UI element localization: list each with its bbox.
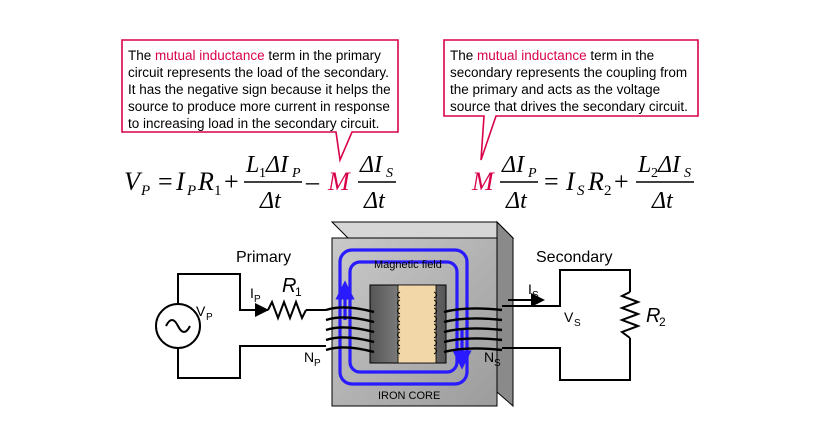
sine-icon [165, 319, 191, 333]
ip-label: I P [250, 285, 261, 305]
svg-text:V: V [124, 167, 143, 196]
secondary-winding [443, 307, 503, 354]
svg-text:ΔI: ΔI [657, 152, 681, 178]
svg-text:P: P [527, 166, 537, 181]
vs-label: V S [564, 309, 581, 329]
svg-text:+: + [224, 167, 239, 196]
is-label: I S [528, 281, 539, 301]
svg-text:P: P [291, 166, 301, 181]
callout-right-prefix: The [450, 48, 478, 63]
callout-right: The mutual inductance term in the second… [444, 44, 698, 118]
callout-left: The mutual inductance term in the primar… [122, 44, 398, 135]
svg-text:I: I [565, 167, 576, 196]
svg-text:M: M [471, 167, 495, 196]
svg-text:2: 2 [659, 315, 666, 329]
svg-text:R: R [282, 275, 296, 297]
svg-text:P: P [206, 312, 213, 323]
svg-text:I: I [250, 285, 254, 301]
svg-text:ΔI: ΔI [359, 152, 383, 178]
svg-text:ΔI: ΔI [501, 152, 525, 178]
svg-text:P: P [186, 183, 196, 199]
callout-right-box [443, 39, 699, 161]
svg-text:S: S [577, 183, 585, 199]
primary-equation: V P = I P R 1 + L 1 ΔI P Δt – M ΔI S Δt [124, 152, 396, 214]
svg-text:P: P [254, 294, 261, 305]
svg-text:R: R [197, 167, 214, 196]
callout-left-prefix: The [128, 48, 156, 63]
svg-text:V: V [564, 309, 574, 325]
secondary-label: Secondary [536, 249, 613, 266]
svg-text:M: M [327, 167, 351, 196]
svg-text:R: R [587, 167, 604, 196]
svg-text:1: 1 [259, 166, 266, 181]
svg-text:V: V [196, 303, 206, 319]
r2-label: R 2 [646, 305, 666, 329]
svg-text:+: + [614, 167, 629, 196]
svg-text:S: S [574, 318, 581, 329]
svg-text:L: L [637, 152, 651, 178]
svg-text:–: – [305, 167, 320, 196]
svg-text:N: N [484, 349, 494, 365]
svg-text:P: P [314, 358, 321, 369]
svg-text:S: S [532, 290, 539, 301]
callout-left-box [121, 39, 399, 163]
svg-text:S: S [386, 166, 393, 181]
svg-text:P: P [140, 183, 150, 199]
svg-text:2: 2 [651, 166, 658, 181]
secondary-circuit [502, 269, 641, 381]
callout-right-rest: term in the secondary represents the cou… [450, 48, 688, 114]
source-label: V P [196, 303, 213, 323]
primary-label: Primary [236, 249, 291, 266]
svg-text:Δt: Δt [363, 188, 386, 214]
svg-text:=: = [544, 167, 559, 196]
iron-core-label: IRON CORE [378, 390, 440, 402]
magnetic-field-label: Magnetic field [374, 259, 442, 271]
svg-text:R: R [646, 305, 660, 327]
svg-text:N: N [304, 349, 314, 365]
r1-label: R 1 [282, 275, 302, 299]
np-label: N P [304, 349, 321, 369]
svg-text:=: = [158, 167, 173, 196]
secondary-equation: M ΔI P Δt = I S R 2 + L 2 ΔI S Δt [471, 152, 694, 214]
svg-text:S: S [684, 166, 691, 181]
svg-text:ΔI: ΔI [265, 152, 289, 178]
svg-text:L: L [245, 152, 259, 178]
iron-core [330, 220, 515, 408]
svg-text:Δt: Δt [651, 188, 674, 214]
svg-text:1: 1 [214, 183, 222, 199]
svg-text:I: I [175, 167, 186, 196]
svg-text:2: 2 [604, 183, 612, 199]
callout-left-rest: term in the primary circuit represents t… [128, 48, 391, 131]
primary-winding [325, 306, 375, 354]
svg-text:S: S [494, 358, 501, 369]
callout-right-highlight: mutual inductance [477, 48, 587, 63]
primary-circuit [177, 273, 326, 379]
ns-label: N S [484, 349, 501, 369]
svg-text:I: I [528, 281, 532, 297]
svg-text:Δt: Δt [259, 188, 282, 214]
callout-left-highlight: mutual inductance [155, 48, 265, 63]
svg-text:Δt: Δt [505, 188, 528, 214]
svg-text:1: 1 [295, 285, 302, 299]
